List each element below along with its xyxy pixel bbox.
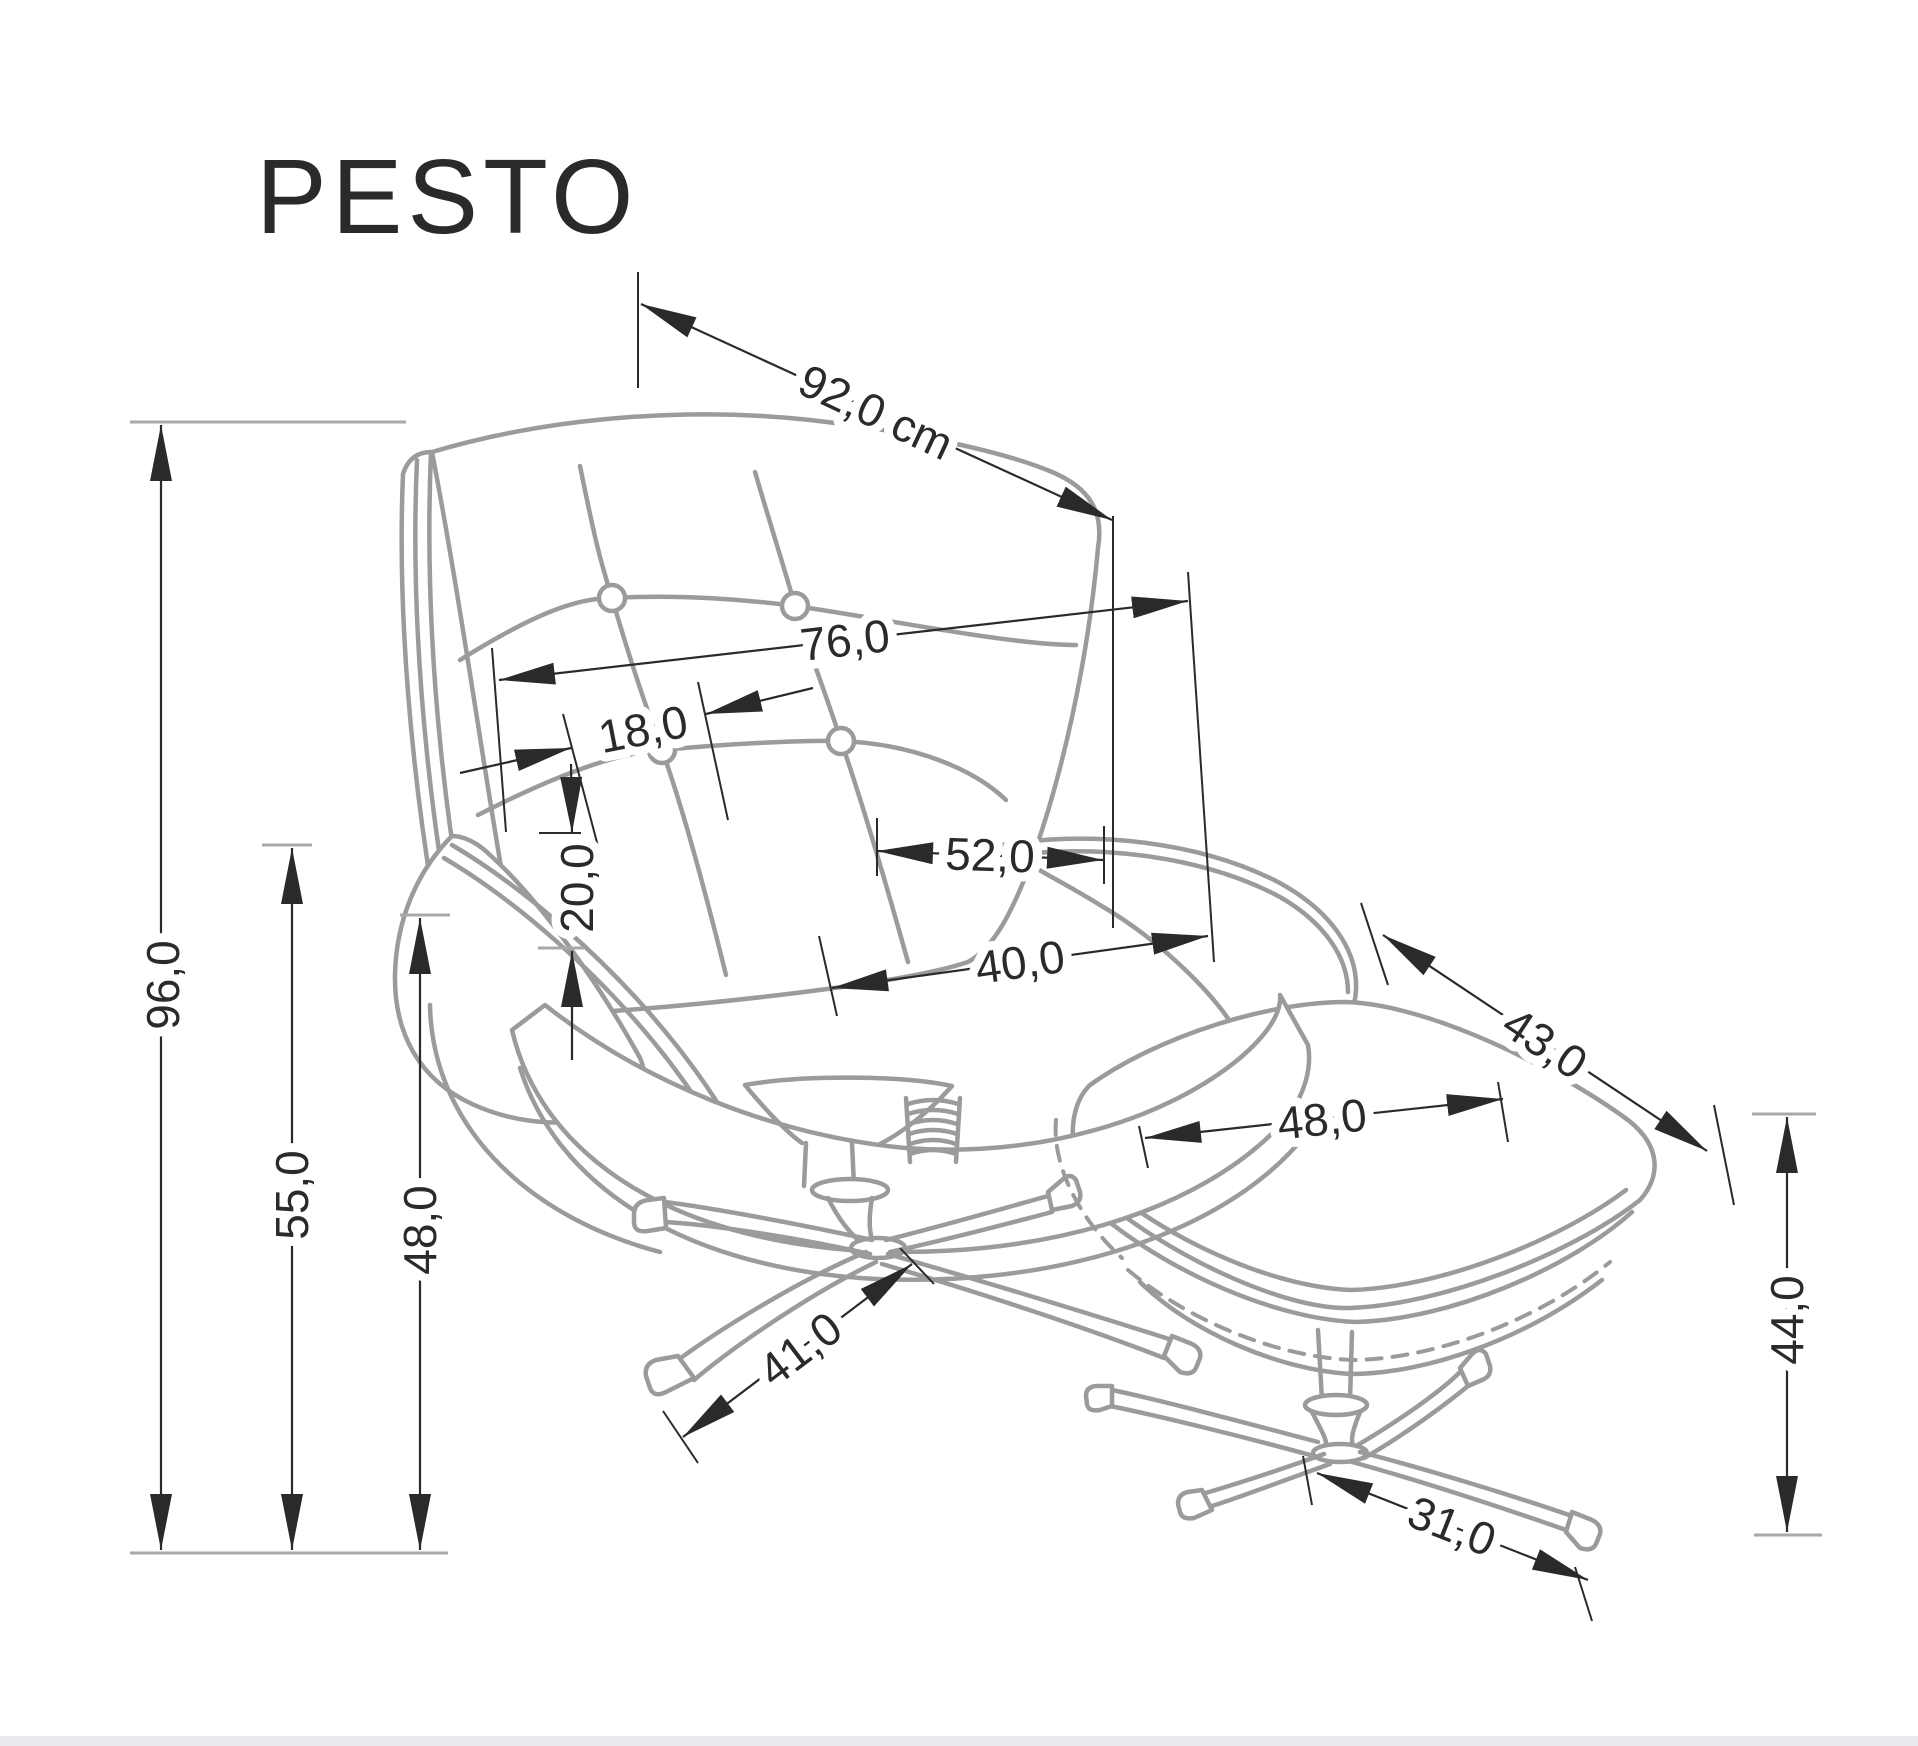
dim-label-armrest-height: 55,0 (266, 1150, 318, 1240)
dim-seat-height: 48,0 (385, 913, 455, 1550)
dim-total-height: 96,0 (128, 420, 448, 1555)
seat-bowl (509, 992, 1312, 1255)
ottoman-leg (1353, 1369, 1471, 1461)
tuft-button (825, 725, 857, 757)
dim-label-cushion-gap: 20,0 (551, 843, 603, 933)
ottoman-leg (1107, 1387, 1321, 1459)
tuft-button (646, 734, 678, 766)
footer-strip (0, 1736, 1918, 1746)
ottoman-lip (1083, 1199, 1635, 1325)
chair-leg (879, 1251, 1175, 1361)
dim-label-ottoman-width: 48,0 (1275, 1088, 1370, 1149)
dim-label-ottoman-base-leg: 31,0 (1401, 1485, 1503, 1566)
dim-label-back-width: 76,0 (798, 609, 893, 671)
chair-leg (883, 1193, 1055, 1255)
page-title: PESTO (256, 138, 638, 256)
dim-label-seat-height: 48,0 (394, 1185, 446, 1275)
dim-cushion-gap: 20,0 (538, 763, 612, 1060)
dim-label-total-height: 96,0 (137, 940, 189, 1030)
dim-seat-width: 52,0 (876, 818, 1105, 892)
dim-label-seat-width: 52,0 (944, 827, 1035, 882)
tuft-button (779, 590, 811, 622)
chair-leg (661, 1199, 875, 1257)
spring-coil (903, 1095, 963, 1165)
dim-label-ottoman-height: 44,0 (1761, 1275, 1813, 1365)
column-collar (809, 1176, 891, 1204)
tuft-seam-horizontal-2 (475, 738, 1009, 818)
ottoman-leg (1199, 1451, 1333, 1509)
ottoman-stitch-line (1126, 1260, 1612, 1363)
dim-armrest-height: 55,0 (257, 843, 327, 1550)
ottoman-piping (1077, 1159, 1629, 1293)
tuft-seam-vertical-1 (577, 463, 729, 978)
dim-ottoman-height: 44,0 (1752, 1112, 1822, 1537)
hidden-edge (1053, 1118, 1124, 1260)
tuft-button (596, 582, 628, 614)
ottoman-post-collar (1302, 1392, 1370, 1418)
dim-label-seat-depth: 40,0 (972, 930, 1068, 994)
dim-label-chair-base-leg: 41,0 (749, 1301, 852, 1396)
dim-ottoman-base-leg: 31,0 (1302, 1455, 1593, 1622)
